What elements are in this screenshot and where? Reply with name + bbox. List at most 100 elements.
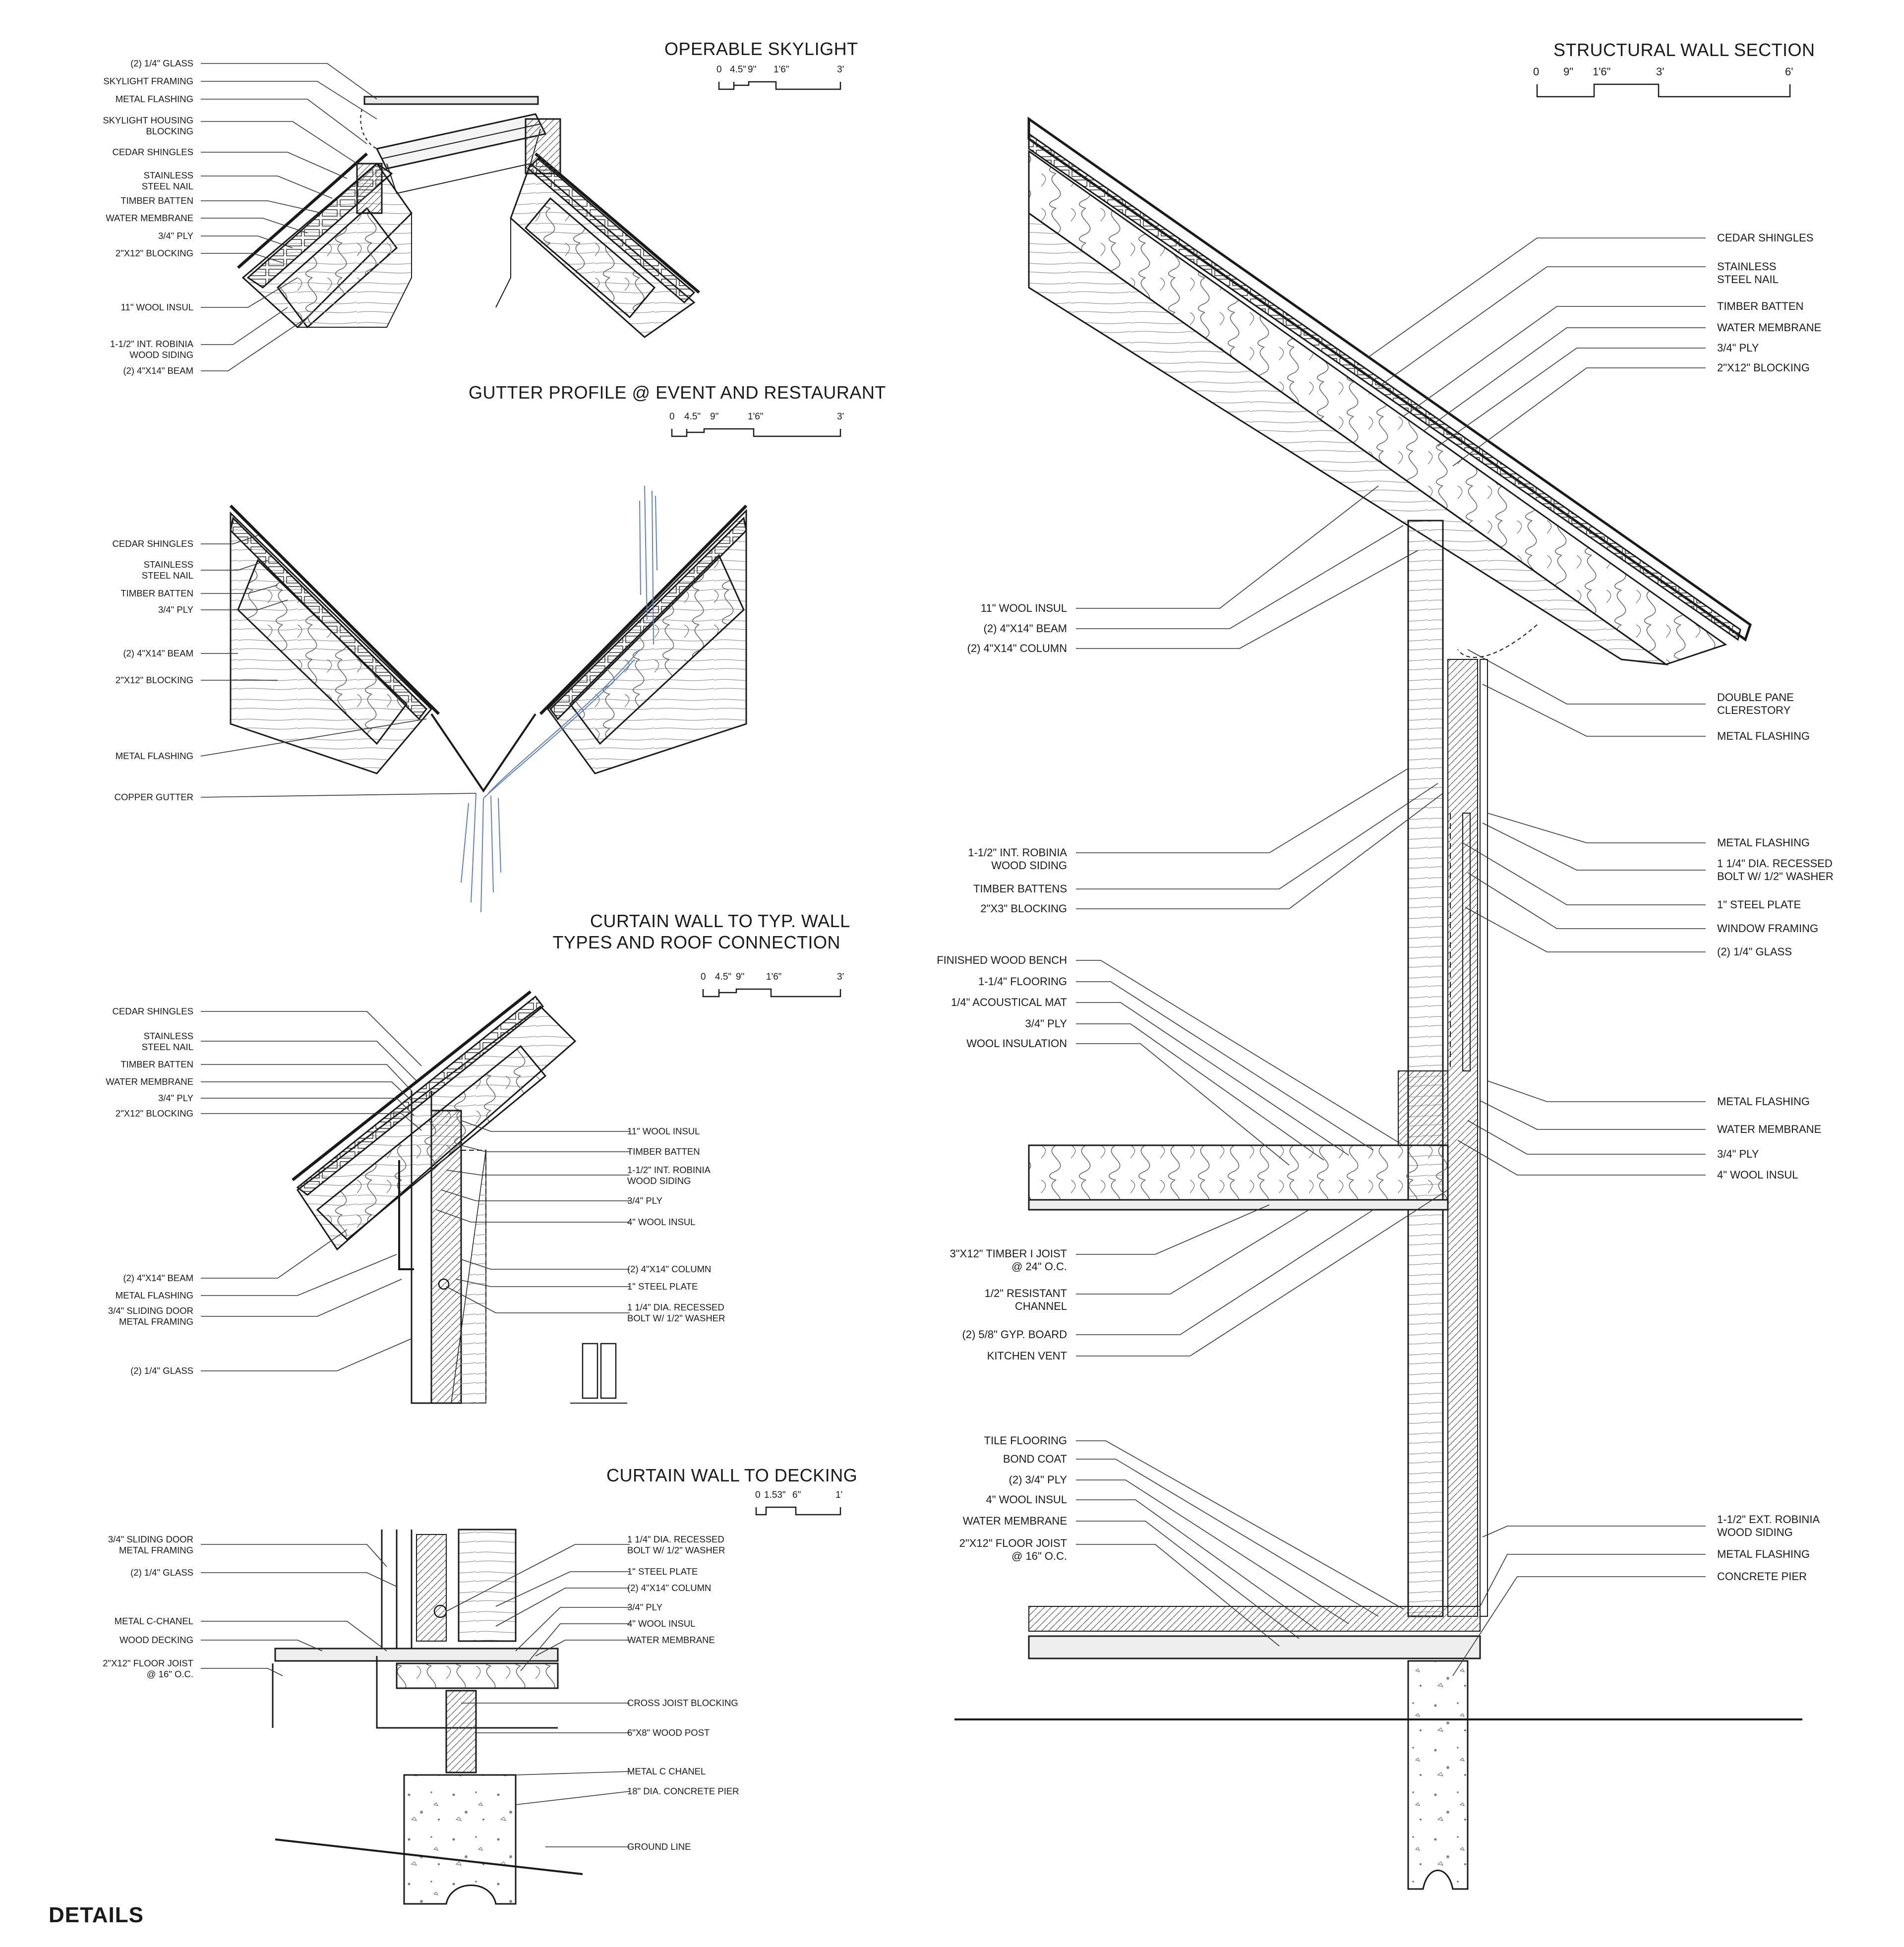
- title-curtain-roof-1: CURTAIN WALL TO TYP. WALL: [590, 911, 850, 931]
- callout-label: 1" STEEL PLATE: [627, 1281, 698, 1292]
- callout-label: (2) 5/8" GYP. BOARD: [962, 1328, 1067, 1341]
- callout-label: CEDAR SHINGLES: [112, 1006, 193, 1016]
- callout-label: (2) 1/4" GLASS: [130, 1365, 193, 1376]
- title-curtain-deck: CURTAIN WALL TO DECKING: [606, 1465, 858, 1485]
- title-skylight: OPERABLE SKYLIGHT: [664, 39, 858, 59]
- callout-label: 1" STEEL PLATE: [1717, 898, 1801, 911]
- callout-label: (2) 4"x14" COLUMN: [627, 1583, 712, 1593]
- callout-label: METAL FLASHING: [115, 751, 193, 761]
- callout-label: 4" WOOL INSUL: [627, 1217, 696, 1227]
- callout-label: 4" WOOL INSUL: [627, 1618, 696, 1629]
- scale-bars: [671, 81, 1791, 1516]
- callout-label: 2"x12" FLOOR JOIST@ 16" O.C.: [959, 1537, 1067, 1562]
- callout-label: 11" WOOL INSUL: [120, 302, 193, 312]
- callout-label: (2) 4"x14" BEAM: [983, 622, 1067, 635]
- callout-label: GROUND LINE: [627, 1841, 691, 1852]
- callout-label: WATER MEMBRANE: [1717, 1123, 1822, 1135]
- callout-label: 3/4" PLY: [1717, 1148, 1759, 1160]
- callout-label: WOOL INSULATION: [966, 1037, 1067, 1050]
- callout-label: (2) 1/4" GLASS: [1717, 945, 1792, 958]
- callout-label: WINDOW FRAMING: [1717, 922, 1819, 935]
- callout-label: METAL C-CHANEL: [114, 1616, 193, 1626]
- callout-label: 1-1/4" FLOORING: [978, 975, 1067, 988]
- callout-label: METAL FLASHING: [1717, 836, 1810, 849]
- callout-label: CEDAR SHINGLES: [112, 538, 193, 549]
- callout-label: WATER MEMBRANE: [106, 1076, 193, 1087]
- callout-label: 2"x12" BLOCKING: [115, 248, 193, 258]
- callout-label: 11" WOOL INSUL: [980, 602, 1067, 614]
- callout-label: CONCRETE PIER: [1717, 1570, 1807, 1583]
- callout-label: CEDAR SHINGLES: [112, 147, 193, 157]
- callout-label: TILE FLOORING: [984, 1434, 1067, 1447]
- callout-label: METAL FLASHING: [115, 1290, 193, 1300]
- callout-label: 3/4" PLY: [158, 1093, 193, 1103]
- callout-label: TIMBER BATTEN: [1717, 300, 1804, 312]
- callout-label: WATER MEMBRANE: [627, 1635, 715, 1645]
- callout-label: 1/4" ACOUSTICAL MAT: [951, 996, 1067, 1008]
- wall-section-drawing: [954, 117, 1802, 1890]
- callout-label: (2) 4"x14" COLUMN: [967, 642, 1067, 654]
- callout-label: TIMBER BATTEN: [120, 588, 193, 598]
- callout-label: TIMBER BATTEN: [627, 1146, 700, 1157]
- callout-label: METAL FLASHING: [1717, 1095, 1810, 1108]
- sheet-title: DETAILS: [49, 1903, 144, 1927]
- callout-label: 2"x12" FLOOR JOIST@ 16" O.C.: [103, 1658, 193, 1679]
- callout-label: WATER MEMBRANE: [1717, 321, 1822, 334]
- callout-label: WOOD DECKING: [119, 1635, 193, 1645]
- curtain-deck-drawing: [272, 1529, 583, 1905]
- callout-label: 18" DIA. CONCRETE PIER: [627, 1786, 739, 1796]
- callout-label: 3/4" PLY: [627, 1195, 663, 1206]
- callout-label: CEDAR SHINGLES: [1717, 232, 1814, 244]
- title-wall-section: STRUCTURAL WALL SECTION: [1553, 40, 1815, 60]
- callout-label: 3/4" PLY: [158, 604, 193, 615]
- callout-label: 2"x12" BLOCKING: [115, 1108, 193, 1119]
- leader-lines: [200, 63, 1706, 1847]
- callout-label: METAL FLASHING: [1717, 1548, 1810, 1560]
- callout-label: METAL FLASHING: [1717, 730, 1810, 742]
- title-gutter: GUTTER PROFILE @ EVENT AND RESTAURANT: [469, 382, 886, 403]
- callout-label: 6"x8" WOOD POST: [627, 1727, 710, 1738]
- callout-label: 3/4" PLY: [158, 231, 193, 241]
- callout-label: 4" WOOL INSUL: [986, 1493, 1067, 1506]
- callout-label: SKYLIGHT FRAMING: [103, 76, 193, 86]
- callout-label: KITCHEN VENT: [987, 1350, 1067, 1362]
- callout-label: TIMBER BATTEN: [120, 195, 193, 206]
- gutter-drawing: [229, 485, 748, 913]
- callout-label: (2) 4"x14" COLUMN: [627, 1264, 712, 1274]
- callout-label: (2) 4"x14" BEAM: [123, 365, 193, 376]
- callout-label: 3"x12" TIMBER I JOIST@ 24" O.C.: [950, 1247, 1068, 1273]
- callout-label: WATER MEMBRANE: [962, 1515, 1067, 1527]
- callout-label: TIMBER BATTENS: [973, 883, 1067, 895]
- callout-label: (2) 4"x14" BEAM: [123, 648, 193, 658]
- callout-label: (2) 4"x14" BEAM: [123, 1273, 193, 1283]
- curtain-roof-drawing: [292, 990, 627, 1404]
- callout-label: 2"x12" BLOCKING: [1717, 361, 1810, 374]
- callout-label: CROSS JOIST BLOCKING: [627, 1698, 738, 1708]
- callout-label: 2"x3" BLOCKING: [980, 902, 1067, 915]
- callout-label: WATER MEMBRANE: [106, 213, 193, 223]
- callout-label: 4" WOOL INSUL: [1717, 1169, 1798, 1181]
- callout-label: (2) 3/4" PLY: [1009, 1474, 1067, 1486]
- title-curtain-roof-2: TYPES AND ROOF CONNECTION: [552, 932, 840, 952]
- skylight-drawing: [237, 96, 700, 338]
- callout-label: FINISHED WOOD BENCH: [937, 954, 1067, 966]
- callout-label: METAL C CHANEL: [627, 1766, 706, 1776]
- callout-label: BOND COAT: [1003, 1453, 1067, 1465]
- callout-label: 3/4" PLY: [627, 1602, 663, 1612]
- callout-label: 11" WOOL INSUL: [627, 1126, 700, 1136]
